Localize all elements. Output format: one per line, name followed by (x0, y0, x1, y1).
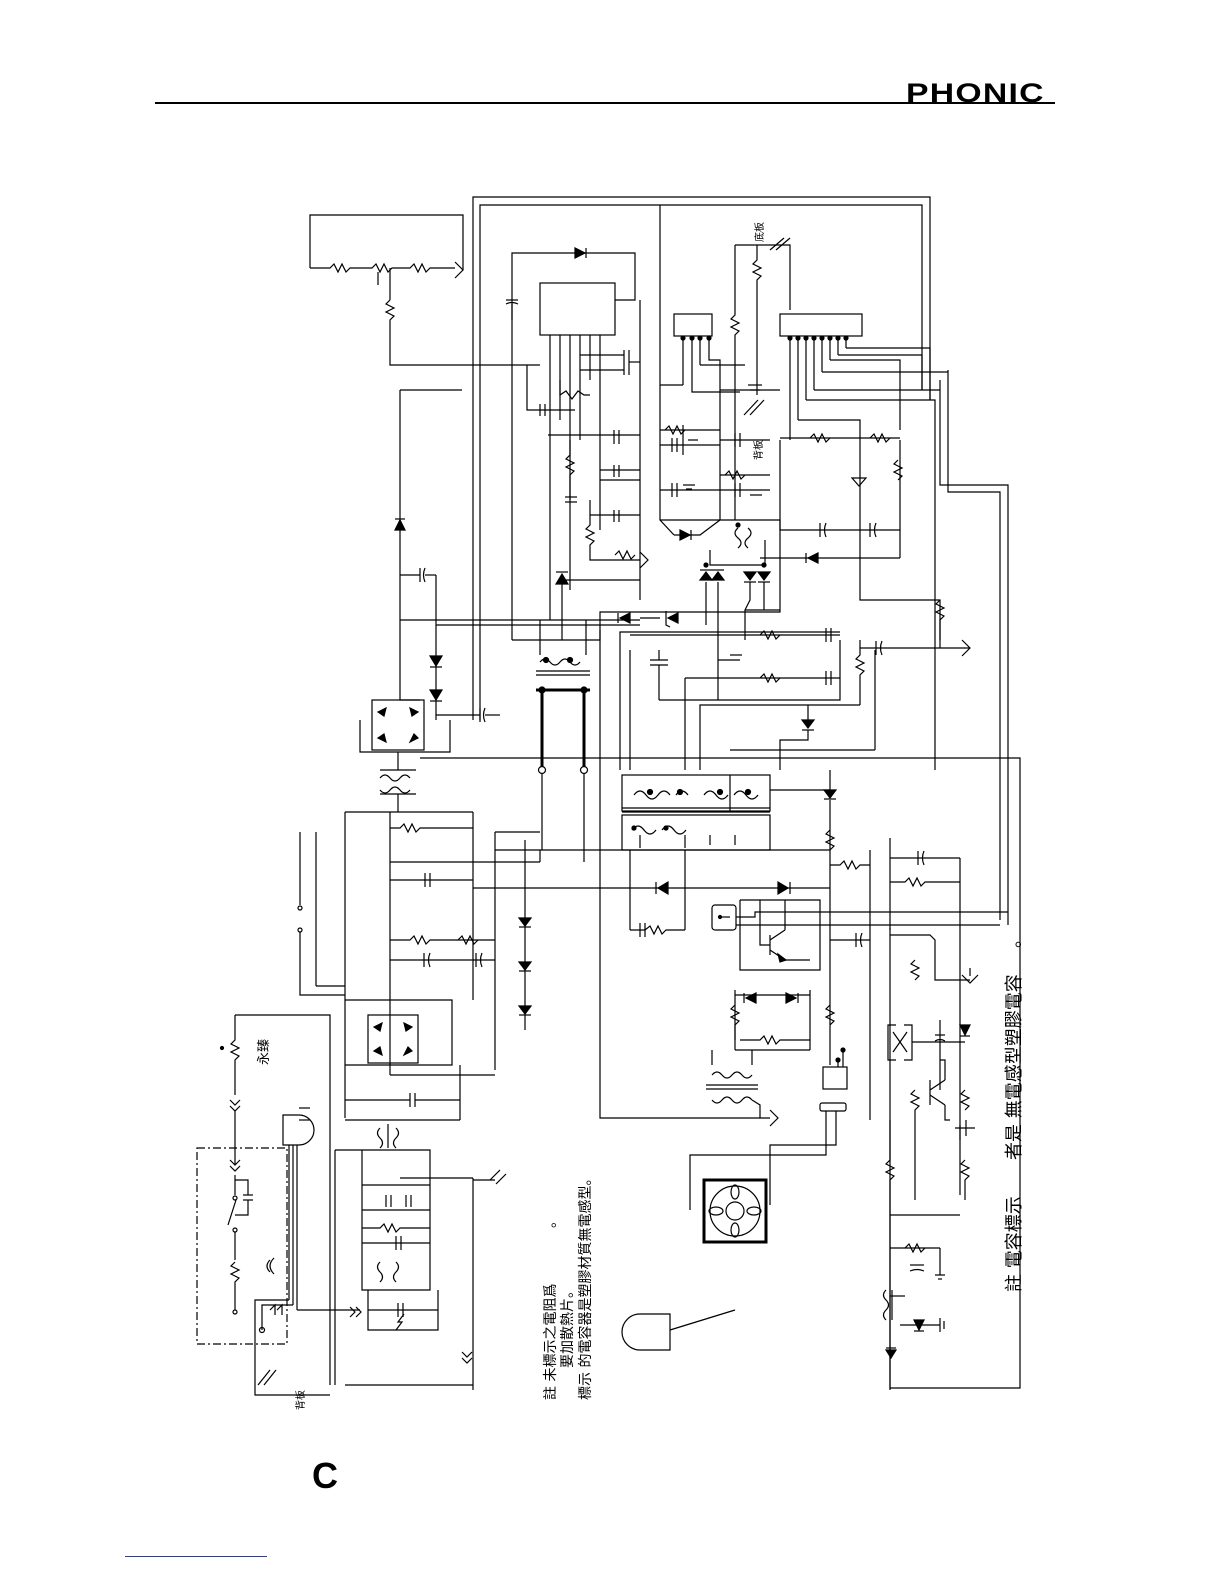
label-chassis-left: 背板 (294, 1390, 307, 1410)
bridge-rectifier-lower (298, 832, 506, 1390)
top-resistor-chain (310, 262, 540, 365)
note-line-5: 者是 無電感型塑膠電容 (1004, 974, 1025, 1160)
label-chassis-mid: 背板 (752, 440, 765, 460)
footer-link-rule (125, 1556, 267, 1557)
notes: 註 未標示之電阻爲 。 要加散熱片。 標示 的電容器是塑膠材質無電感型。 註 電… (543, 930, 1025, 1400)
transformer-mid-upper (536, 620, 590, 862)
diode-cluster-center (674, 520, 780, 700)
note-dot-1: 。 (543, 1214, 559, 1228)
footer-mark: C (312, 1455, 338, 1497)
rc-right-ground (700, 600, 970, 770)
far-right-circuit (884, 838, 979, 1390)
label-chassis-top: 底板 (753, 222, 766, 242)
connector-area: 底板 背板 (660, 205, 948, 770)
led-symbol (622, 1310, 735, 1350)
bus-wires (310, 197, 1020, 1388)
note-line-4: 註 電容標示 (1004, 1196, 1025, 1292)
note-line-3: 標示 的電容器是塑膠材質無電感型。 (577, 1172, 594, 1400)
note-line-2: 要加散熱片。 (560, 1284, 576, 1368)
label-thermal-fuse: 永臻 (257, 1039, 272, 1065)
lower-mid-region (390, 630, 830, 1118)
right-column (690, 800, 870, 1242)
ic-block-top (506, 248, 648, 640)
rc-ladder-mid (620, 600, 840, 770)
rc-network-right (760, 434, 902, 563)
note-line-1: 註 未標示之電阻爲 (543, 1284, 559, 1400)
note-dot-2: 。 (1004, 930, 1025, 948)
left-feed (395, 390, 640, 722)
zener-line (512, 520, 780, 640)
